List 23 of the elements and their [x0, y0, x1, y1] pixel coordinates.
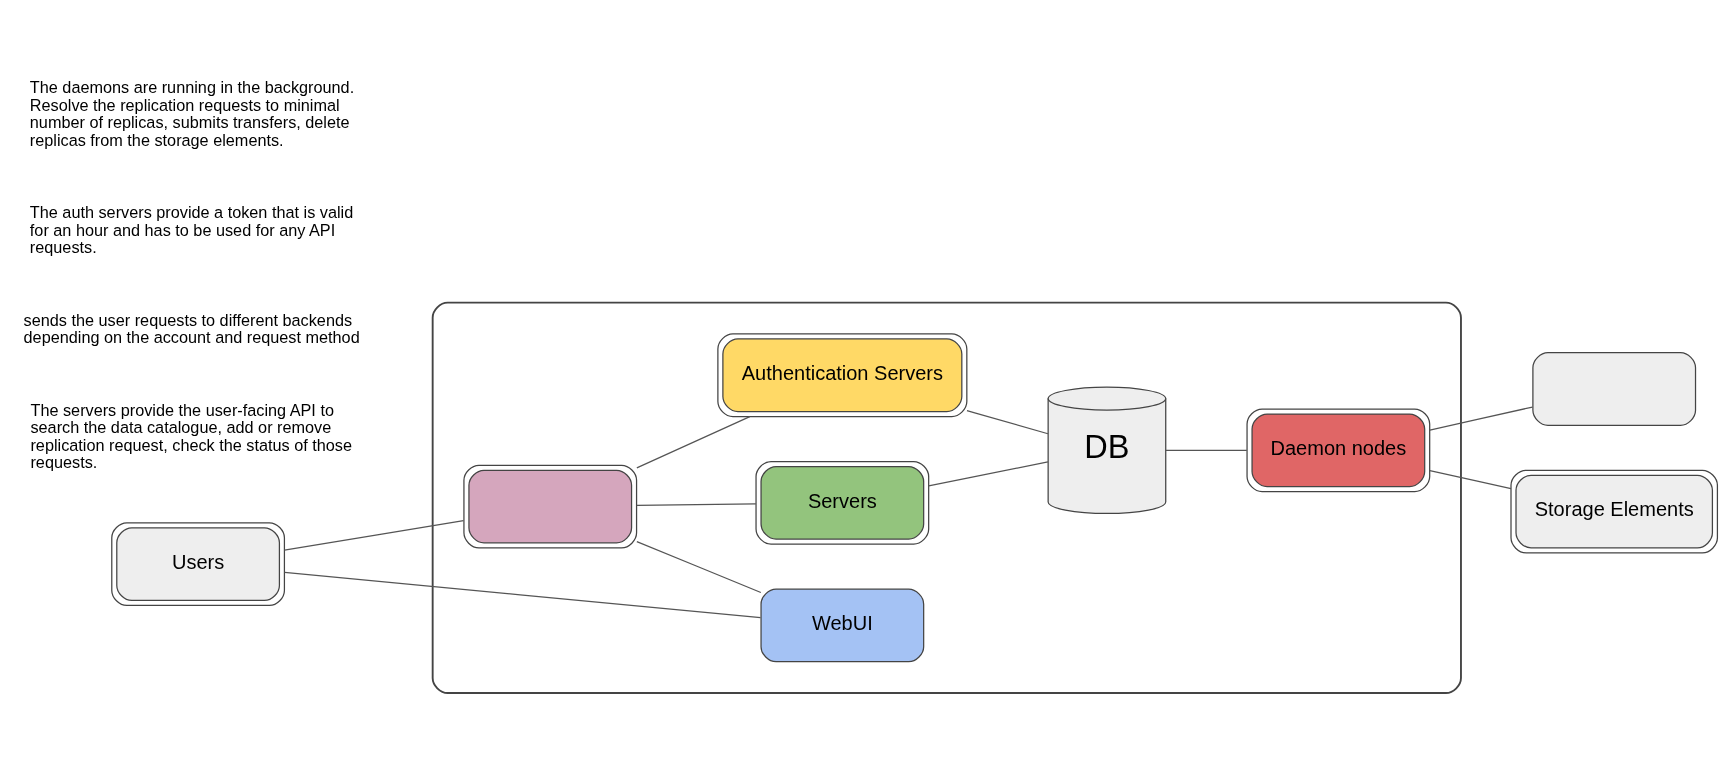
connector [636, 503, 757, 507]
node-box: WebUI [760, 588, 925, 663]
connector [1429, 406, 1534, 431]
cluster [431, 301, 1462, 694]
label: The daemons are running in the background. Resolve the replication requests to minimal number of replicas, submits transfers, delete replicas from the storage elements. [29, 78, 355, 149]
node-box: Users [111, 522, 286, 607]
connector [636, 416, 751, 469]
label: The servers provide the user-facing API to search the data catalogue, add or remove replication request, check the status of those requests. [30, 400, 353, 472]
node-box: Servers [755, 460, 930, 545]
label: The auth servers provide a token that is valid for an hour and has to be used for any API requests. [29, 203, 354, 257]
node-box [463, 464, 638, 549]
connector [283, 520, 465, 551]
connector [1429, 469, 1512, 490]
node-box: Authentication Servers [717, 333, 968, 418]
node-box: Daemon nodes [1246, 408, 1431, 493]
connector [928, 461, 1049, 487]
connector [966, 409, 1049, 435]
node-box: Storage Elements [1510, 469, 1719, 554]
connector [283, 571, 762, 619]
node-box [1532, 352, 1697, 426]
connector [636, 541, 762, 594]
label: sends the user requests to different backends depending on the account and request method [23, 310, 360, 347]
connector [1165, 449, 1248, 451]
